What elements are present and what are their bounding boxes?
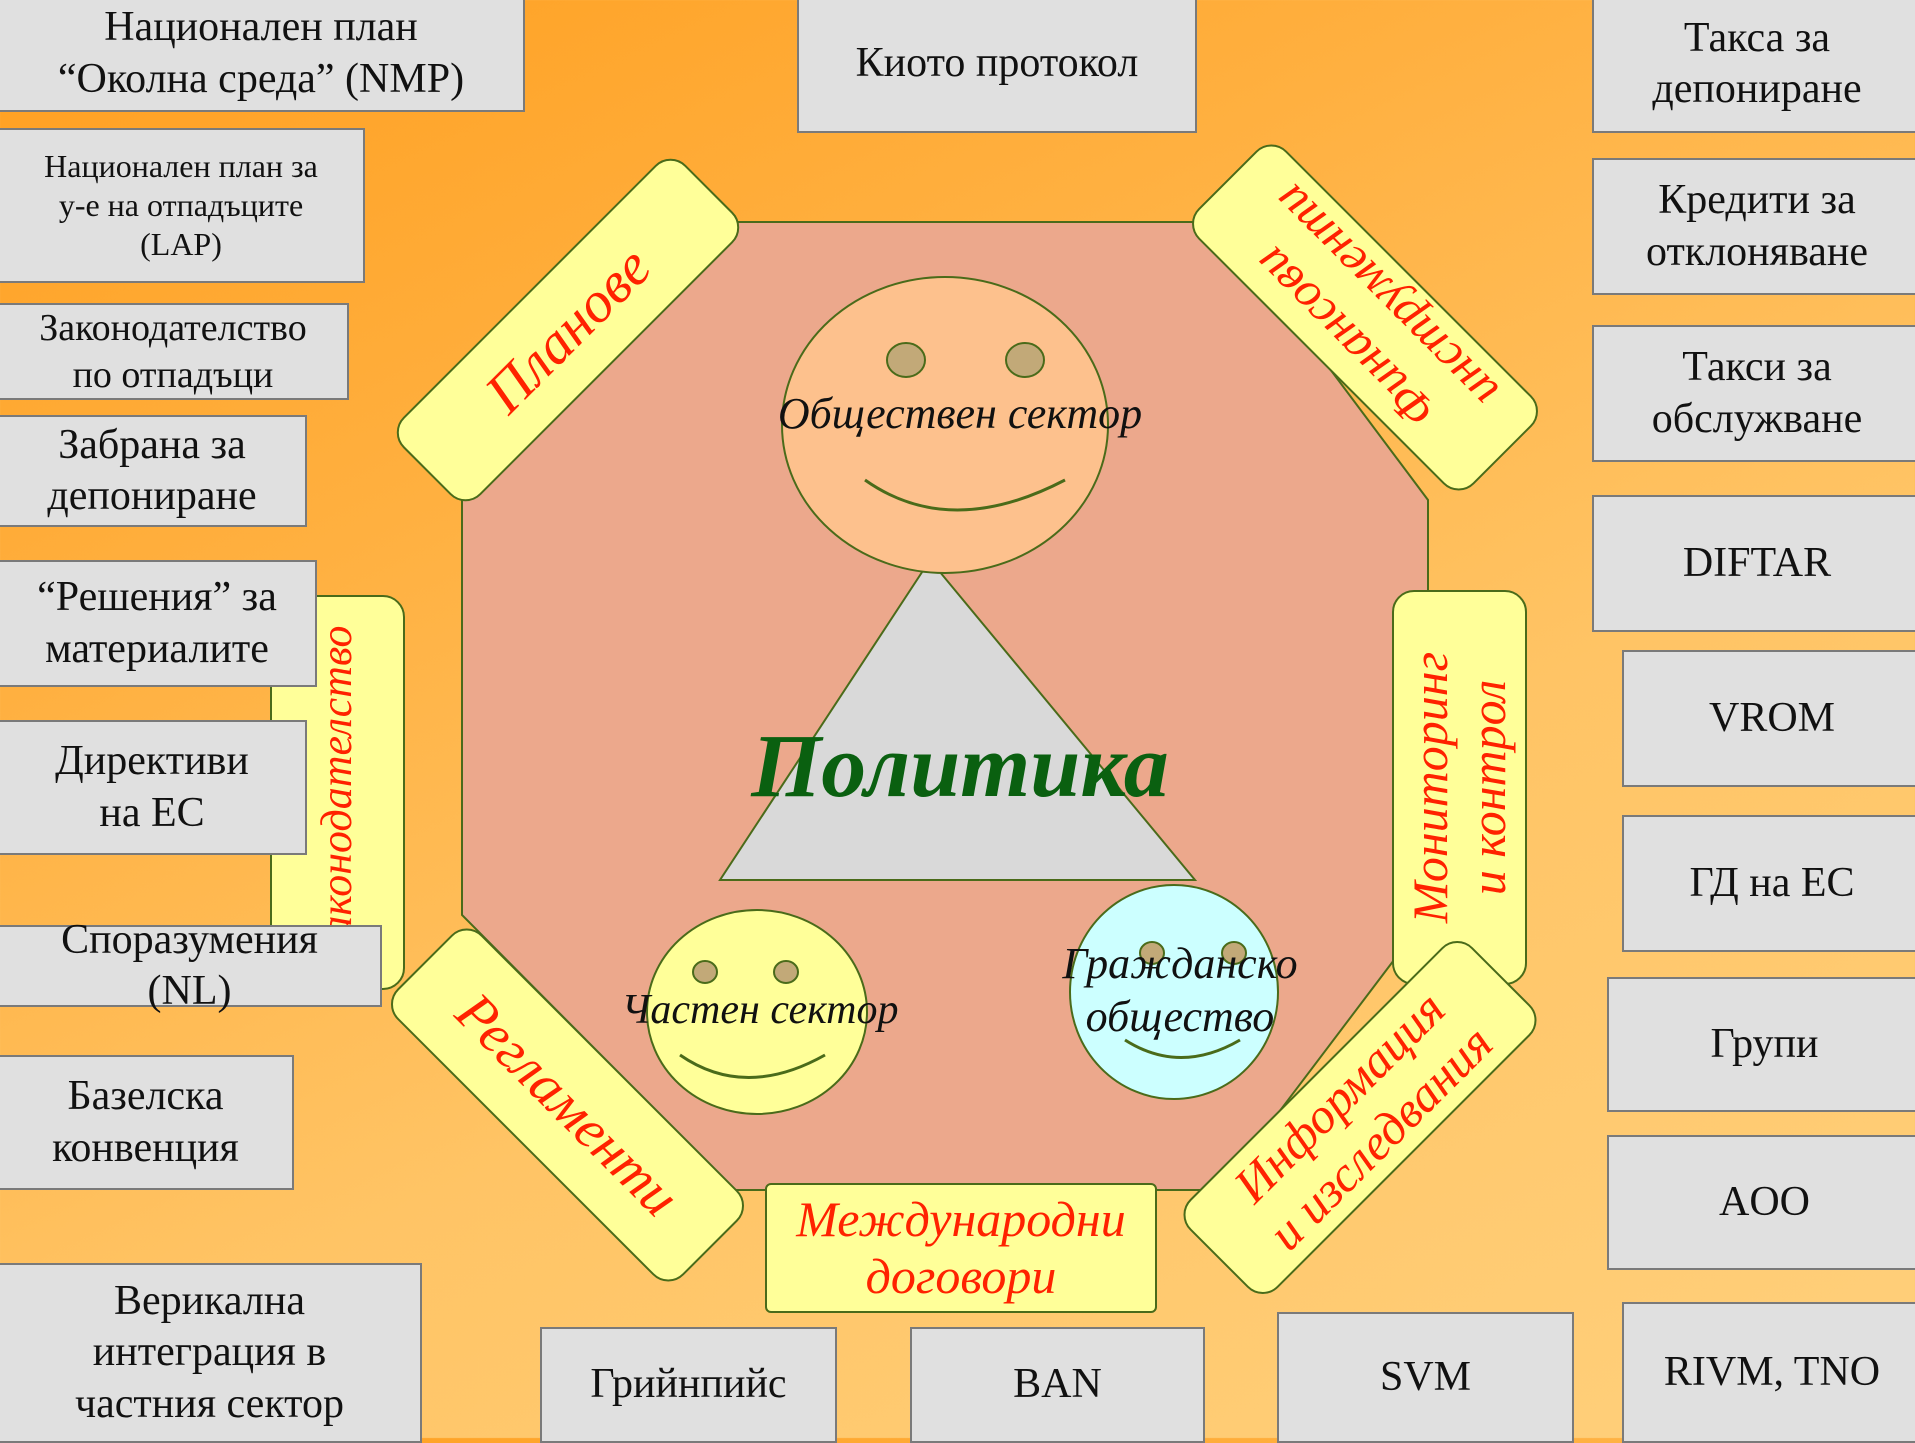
tag-monitoring: Мониторинг и контрол (1392, 590, 1527, 985)
box-diftar: DIFTAR (1592, 495, 1915, 632)
private-face-smile (679, 1053, 826, 1079)
public-sector-label: Обществен сектор (777, 389, 1143, 438)
box-aoo: AOO (1607, 1135, 1915, 1270)
box-vertical-integration: Верикална интеграция в частния сектор (0, 1263, 422, 1443)
box-eu-dg: ГД на ЕС (1622, 815, 1915, 952)
box-kyoto-protocol: Киото протокол (797, 0, 1197, 133)
public-face-left-eye (886, 342, 926, 378)
public-face-smile (864, 478, 1066, 512)
civil-face-left-eye (1139, 941, 1165, 965)
policy-triangle (718, 558, 1198, 881)
box-waste-management-plan: Национален план за у-е на отпадъците (LA… (0, 128, 365, 283)
box-national-environment-plan: Национален план “Околна среда” (NMP) (0, 0, 525, 112)
public-face-right-eye (1005, 342, 1045, 378)
civil-society-label: Гражданско общество (1062, 939, 1298, 1041)
civil-society-face (1069, 884, 1279, 1100)
private-sector-label: Частен сектор (621, 987, 899, 1033)
tag-international: Международни договори (765, 1183, 1157, 1313)
box-ban: BAN (910, 1327, 1205, 1443)
box-vrom: VROM (1622, 650, 1915, 787)
policy-title: Политика (751, 717, 1169, 816)
box-groups: Групи (1607, 977, 1915, 1112)
box-greenpeace: Грийнпийс (540, 1327, 837, 1443)
box-svm: SVM (1277, 1312, 1574, 1443)
box-landfill-ban: Забрана за депониране (0, 415, 307, 527)
private-face-left-eye (692, 960, 718, 984)
civil-face-smile (1124, 1038, 1241, 1059)
box-diversion-credits: Кредити за отклоняване (1592, 158, 1915, 295)
box-waste-legislation: Законодателство по отпадъци (0, 303, 349, 400)
box-basel-convention: Базелска конвенция (0, 1055, 294, 1190)
private-face-right-eye (773, 960, 799, 984)
box-landfill-tax: Такса за депониране (1592, 0, 1915, 133)
box-service-fees: Такси за обслужване (1592, 325, 1915, 462)
box-agreements: Споразумения (NL) (0, 917, 382, 1014)
civil-face-right-eye (1221, 941, 1247, 965)
tag-monitoring-label: Мониторинг и контрол (1402, 651, 1516, 924)
tag-legislation-label: Законодателство (312, 625, 362, 960)
box-eu-directives: Директиви на ЕС (0, 720, 307, 855)
tag-international-label: Международни договори (796, 1190, 1126, 1305)
box-rivm-tno: RIVM, TNO (1622, 1302, 1915, 1443)
box-material-decisions: “Решения” за материалите (0, 560, 317, 687)
